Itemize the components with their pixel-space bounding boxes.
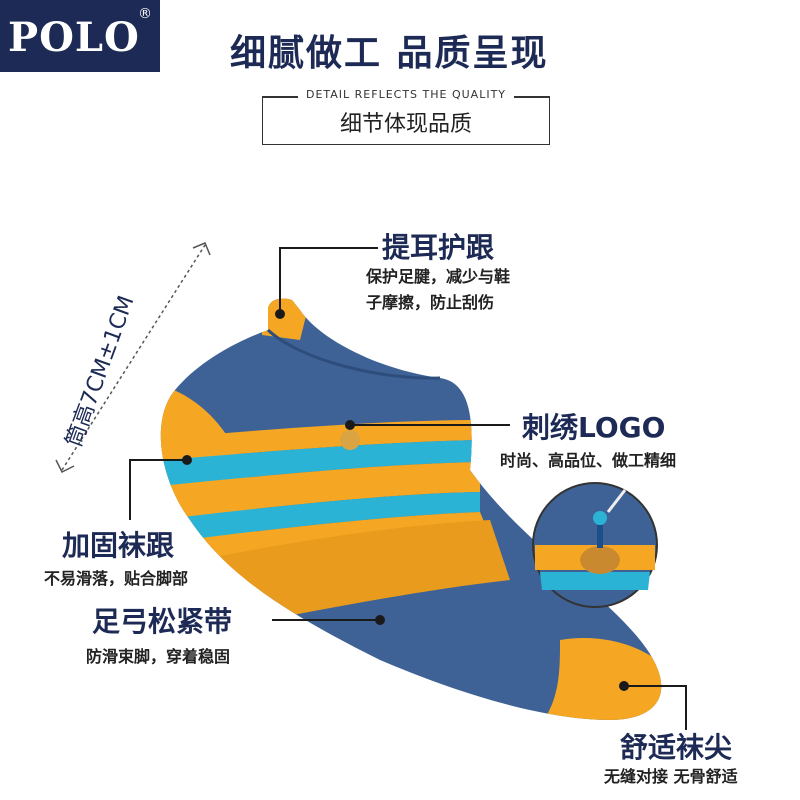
quality-box [262, 96, 550, 145]
brand-logo: POLO ® [0, 0, 160, 72]
logo-desc: 时尚、高品位、做工精细 [500, 451, 677, 470]
logo-title: 刺绣LOGO [522, 411, 666, 444]
dimension-line [61, 244, 206, 471]
heel-tab-desc-2: 子摩擦，防止刮伤 [366, 293, 495, 312]
heel-desc: 不易滑落，贴合脚部 [44, 569, 189, 588]
brand-name: POLO [8, 14, 140, 61]
arch-title: 足弓松紧带 [92, 605, 233, 638]
toe-title: 舒适袜尖 [620, 731, 733, 764]
logo-zoom-circle [532, 482, 658, 608]
sock-body [160, 298, 662, 720]
page-headline: 细腻做工 品质呈现 [230, 33, 549, 74]
quality-subtitle: DETAIL REFLECTS THE QUALITY [262, 88, 550, 101]
quality-title: 细节体现品质 [339, 112, 472, 137]
toe-desc: 无缝对接 无骨舒适 [604, 767, 738, 786]
heel-title: 加固袜跟 [62, 529, 175, 562]
embroidered-logo-small [340, 430, 360, 450]
arch-desc: 防滑束脚，穿着稳固 [86, 647, 231, 666]
registered-mark: ® [138, 6, 152, 22]
heel-tab-title: 提耳护跟 [382, 231, 495, 264]
heel-tab-desc-1: 保护足腱，减少与鞋 [366, 267, 511, 286]
